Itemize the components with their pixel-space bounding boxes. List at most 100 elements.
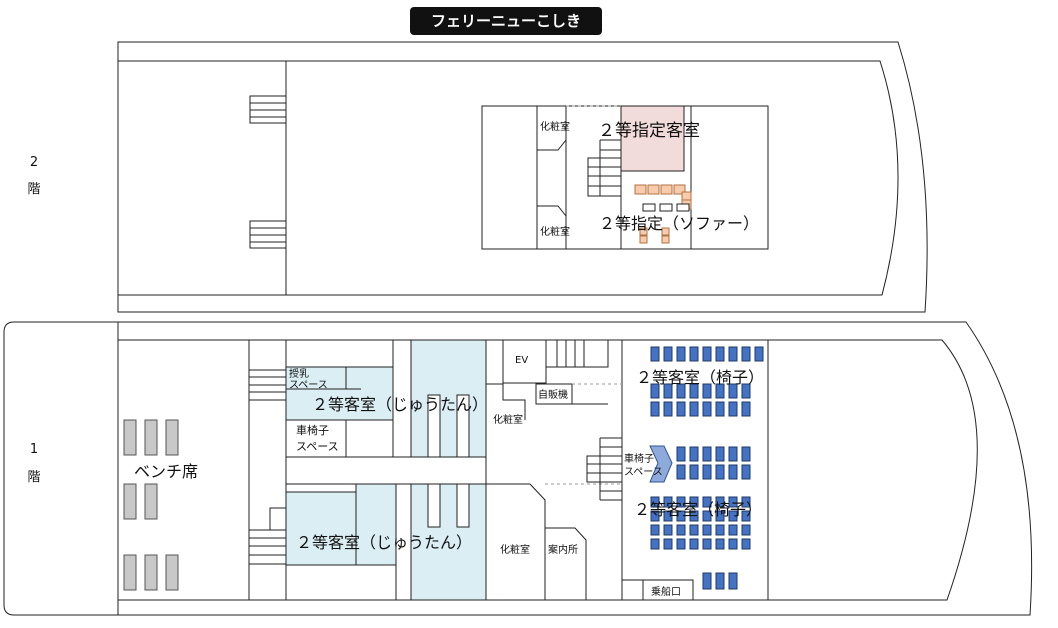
vending-label: 自販機 (538, 388, 568, 401)
chair-seat (663, 524, 673, 536)
chair-seat (728, 572, 738, 590)
sofa-table (642, 203, 656, 212)
chair-seat (702, 538, 712, 550)
tatami-cabin-lower (285, 483, 487, 601)
bench-seat (165, 419, 179, 456)
floor-1-label: 階 (27, 470, 40, 485)
chair-seat (663, 401, 673, 417)
chair-seat (650, 510, 660, 522)
chair-seat (715, 510, 725, 522)
chair-seat (715, 464, 725, 480)
sofa-seat (673, 184, 686, 195)
chair-seat (689, 524, 699, 536)
chair-seat (715, 446, 725, 462)
sofa-seat (660, 184, 673, 195)
bench-seat (123, 419, 137, 456)
bench-seat (144, 554, 158, 591)
chair-seat (650, 538, 660, 550)
powder-room-1f-a: 化粧室 (493, 413, 523, 426)
sofa-table (676, 203, 690, 212)
tatami-upper-label: ２等客室（じゅうたん） (312, 395, 488, 414)
bench-seat (123, 554, 137, 591)
sofa-cabin-label: ２等指定（ソファー） (599, 214, 759, 233)
chair-seat (689, 496, 699, 508)
ship-title: フェリーニューこしき (410, 7, 602, 35)
boarding-gate-label: 乗船口 (651, 585, 681, 598)
chair-seat (715, 538, 725, 550)
chair-seat (676, 446, 686, 462)
chair-seat (741, 401, 751, 417)
chair-seat (741, 496, 751, 508)
chair-seat (650, 401, 660, 417)
reserved-cabin-label: ２等指定客室 (598, 121, 700, 141)
floor-2-label: 階 (27, 182, 40, 197)
chair-seat (650, 496, 660, 508)
sofa-seat (647, 184, 660, 195)
stairs-1f-upper (248, 369, 287, 401)
wheelchair-left-label-1: 車椅子 (296, 423, 329, 437)
nursing-space-label-1: 授乳 (289, 367, 309, 380)
chair-seat (702, 346, 712, 362)
chair-seat (676, 401, 686, 417)
chair-seat (663, 510, 673, 522)
chair-seat (715, 346, 725, 362)
chair-seat (650, 383, 660, 399)
bench-seat (144, 419, 158, 456)
chair-seat (741, 383, 751, 399)
chair-seat (689, 510, 699, 522)
bench-seat (165, 554, 179, 591)
chair-seat (741, 346, 751, 362)
chair-seat (676, 510, 686, 522)
chair-seat (676, 496, 686, 508)
chair-seat (702, 496, 712, 508)
elevator-label: EV (515, 355, 528, 366)
bench-seat (123, 483, 137, 520)
boarding-gate (642, 579, 694, 601)
chair-seat (663, 496, 673, 508)
chair-seat (715, 572, 725, 590)
chair-seats (650, 346, 764, 590)
chair-seat (663, 538, 673, 550)
seat-cabin-lower-label: ２等客室（椅子） (634, 500, 762, 519)
chair-seat (676, 346, 686, 362)
powder-room-2f-b: 化粧室 (540, 225, 570, 238)
chair-seat (728, 496, 738, 508)
chair-seat (741, 464, 751, 480)
nursing-space-label-2: スペース (289, 380, 328, 391)
sofa-table (659, 203, 673, 212)
chair-seat (741, 524, 751, 536)
chair-seat (676, 524, 686, 536)
sofa-seat (634, 184, 647, 195)
floor-2-deck (117, 41, 928, 313)
stairs-1f-center-top (556, 340, 585, 367)
chair-seat (663, 383, 673, 399)
chair-seat (702, 401, 712, 417)
powder-room-1f-b: 化粧室 (500, 543, 530, 556)
chair-seat (689, 538, 699, 550)
chair-seat (702, 383, 712, 399)
sofa-seat (639, 227, 648, 236)
chair-seat (650, 346, 660, 362)
chair-seat (728, 346, 738, 362)
powder-room-2f-a: 化粧室 (540, 120, 570, 133)
chair-seat (689, 383, 699, 399)
chair-seat (728, 383, 738, 399)
stairs-2f-lower (249, 220, 287, 249)
chair-seat (728, 524, 738, 536)
chair-seat (702, 510, 712, 522)
chair-seat (741, 510, 751, 522)
chair-seat (728, 510, 738, 522)
seat-cabin-upper-label: ２等客室（椅子） (636, 368, 764, 387)
wheelchair-space-right (649, 445, 673, 483)
stairs-2f-upper (249, 95, 287, 124)
wheelchair-right-label-1: 車椅子 (624, 452, 654, 465)
bench-seats (123, 419, 179, 591)
chair-seat (754, 346, 764, 362)
chair-seat (715, 496, 725, 508)
floor-1-number: 1 (30, 442, 38, 457)
chair-seat (676, 538, 686, 550)
wheelchair-left-label-2: スペース (296, 440, 339, 453)
chair-seat (689, 446, 699, 462)
chair-seat (728, 446, 738, 462)
sofa-seats (634, 184, 692, 244)
